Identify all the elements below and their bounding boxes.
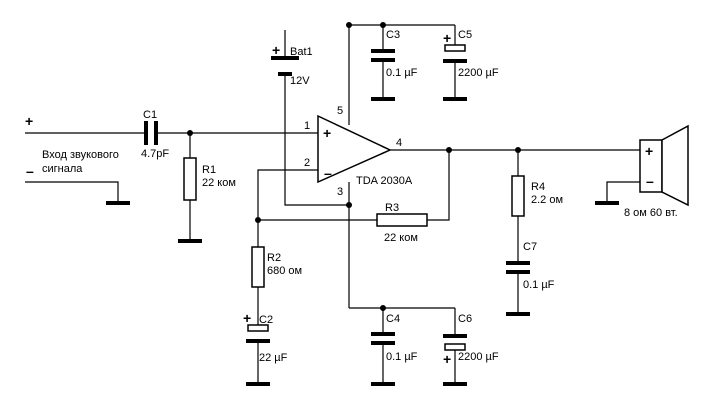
- input-label-line1: Вход звукового: [42, 149, 119, 161]
- battery-bat1: [271, 56, 299, 76]
- c1-name: C1: [143, 109, 157, 121]
- resistor-r4: [511, 175, 525, 217]
- c6-name: C6: [458, 313, 472, 325]
- opamp-minus-input: –: [324, 165, 332, 181]
- c7-name: C7: [523, 241, 537, 253]
- r1-name: R1: [202, 164, 216, 176]
- bat1-value: 12V: [290, 75, 310, 87]
- r1-value: 22 ком: [202, 177, 236, 189]
- input-minus-sign: –: [26, 163, 34, 179]
- c6-value: 2200 µF: [458, 351, 499, 363]
- opamp-plus-input: +: [323, 125, 331, 141]
- c3-value: 0.1 µF: [386, 67, 418, 79]
- pin-4-label: 4: [396, 137, 402, 149]
- r2-name: R2: [267, 252, 281, 264]
- speaker-icon: [639, 124, 689, 207]
- c4-name: C4: [386, 313, 400, 325]
- pin-3-label: 3: [337, 186, 343, 198]
- capacitor-c1: [144, 121, 158, 145]
- resistor-r1: [183, 157, 197, 201]
- capacitor-c3: [371, 49, 395, 62]
- bat1-name: Bat1: [290, 46, 313, 58]
- r2-value: 680 ом: [267, 265, 302, 277]
- input-plus-sign: +: [25, 113, 33, 129]
- pin-2-label: 2: [304, 157, 310, 169]
- input-label-line2: сигнала: [42, 163, 83, 175]
- r3-name: R3: [385, 202, 399, 214]
- r4-value: 2.2 ом: [531, 194, 563, 206]
- bat1-plus-sign: +: [272, 42, 280, 58]
- r4-name: R4: [531, 181, 545, 193]
- c7-value: 0.1 µF: [523, 279, 555, 291]
- pin-5-label: 5: [337, 105, 343, 117]
- c5-plus-sign: +: [443, 30, 451, 46]
- c5-name: C5: [458, 29, 472, 41]
- capacitor-c4: [371, 332, 395, 345]
- pin-1-label: 1: [304, 120, 310, 132]
- ground-symbols: [106, 97, 619, 386]
- c2-value: 22 µF: [259, 352, 288, 364]
- opamp-tda2030a: [317, 114, 392, 184]
- speaker-value: 8 ом 60 вт.: [624, 207, 678, 219]
- junction-dots: [187, 22, 521, 311]
- resistor-r2: [251, 246, 265, 288]
- speaker-minus-sign: –: [646, 173, 654, 189]
- capacitor-c2: [246, 324, 270, 343]
- c1-value: 4.7pF: [141, 148, 169, 160]
- capacitor-c6: [443, 334, 467, 351]
- c4-value: 0.1 µF: [386, 351, 418, 363]
- resistor-r3: [376, 213, 428, 227]
- r3-value: 22 ком: [384, 232, 418, 244]
- c6-plus-sign: +: [443, 351, 451, 367]
- c5-value: 2200 µF: [458, 67, 499, 79]
- speaker-plus-sign: +: [645, 143, 653, 159]
- capacitor-c7: [506, 261, 530, 274]
- wires: [25, 24, 640, 383]
- c2-name: C2: [259, 314, 273, 326]
- capacitor-c5: [443, 44, 467, 63]
- c3-name: C3: [386, 29, 400, 41]
- c2-plus-sign: +: [243, 310, 251, 326]
- ic-name: TDA 2030A: [356, 175, 413, 187]
